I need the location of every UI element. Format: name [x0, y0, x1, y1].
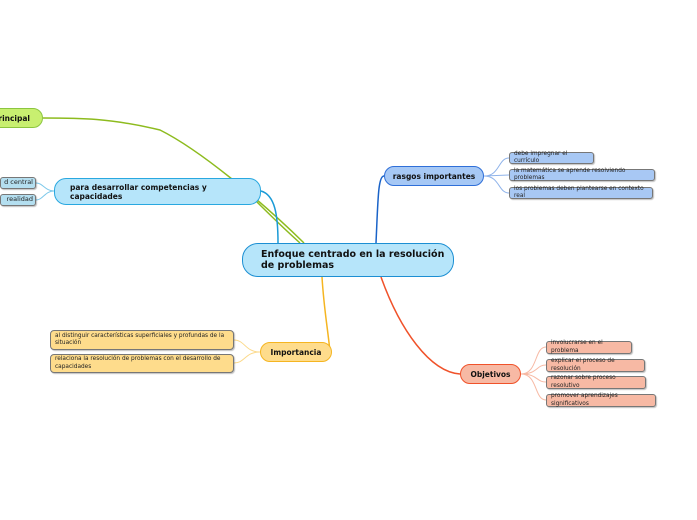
topic-label: Importancia	[270, 347, 322, 357]
subtopic-label: promover aprendizajes significativos	[551, 393, 618, 407]
topic-label: Objetivos	[470, 369, 511, 379]
subtopic-label: realidad	[6, 195, 33, 204]
subtopic-label: d central	[4, 178, 33, 187]
subtopic-label: relaciona la resolución de problemas con…	[55, 356, 221, 370]
subtopic-label: al distinguir características superficia…	[55, 332, 225, 347]
topic-label: para desarrollar competencias y capacida…	[70, 182, 207, 201]
central-topic[interactable]: Enfoque centrado en la resolución de pro…	[242, 243, 454, 277]
subtopic[interactable]: promover aprendizajes significativos	[546, 393, 656, 407]
subtopic[interactable]: la matemática se aprende resolviendo pro…	[509, 167, 655, 182]
subtopic[interactable]: explicar el proceso de resolución	[546, 358, 645, 372]
subtopic[interactable]: debe impregnar el currículo	[509, 150, 594, 165]
subtopic-label: explicar el proceso de resolución	[551, 358, 615, 372]
topic-objetivos[interactable]: Objetivos	[460, 364, 521, 384]
topic-rasgos[interactable]: rasgos importantes	[384, 166, 484, 186]
subtopic[interactable]: razonar sobre proceso resolutivo	[546, 375, 646, 389]
subtopic-label: los problemas deben plantearse en contex…	[514, 185, 644, 200]
subtopic[interactable]: los problemas deben plantearse en contex…	[509, 185, 653, 200]
subtopic[interactable]: al distinguir características superficia…	[50, 330, 234, 350]
subtopic-label: la matemática se aprende resolviendo pro…	[514, 167, 626, 182]
topic-label: rasgos importantes	[392, 171, 476, 181]
subtopic-label: razonar sobre proceso resolutivo	[551, 375, 616, 389]
topic-competencias[interactable]: para desarrollar competencias y capacida…	[54, 178, 261, 205]
subtopic[interactable]: relaciona la resolución de problemas con…	[50, 354, 234, 373]
subtopic-label: involucrarse en el problema	[551, 340, 603, 354]
subtopic[interactable]: realidad	[0, 194, 36, 206]
topic-principal[interactable]: principal	[0, 108, 43, 128]
topic-importancia[interactable]: Importancia	[260, 342, 332, 362]
subtopic[interactable]: involucrarse en el problema	[546, 340, 632, 354]
subtopic[interactable]: d central	[0, 177, 36, 189]
central-topic-label: Enfoque centrado en la resolución de pro…	[261, 249, 445, 271]
subtopic-label: debe impregnar el currículo	[514, 150, 568, 165]
topic-label: principal	[0, 113, 30, 123]
